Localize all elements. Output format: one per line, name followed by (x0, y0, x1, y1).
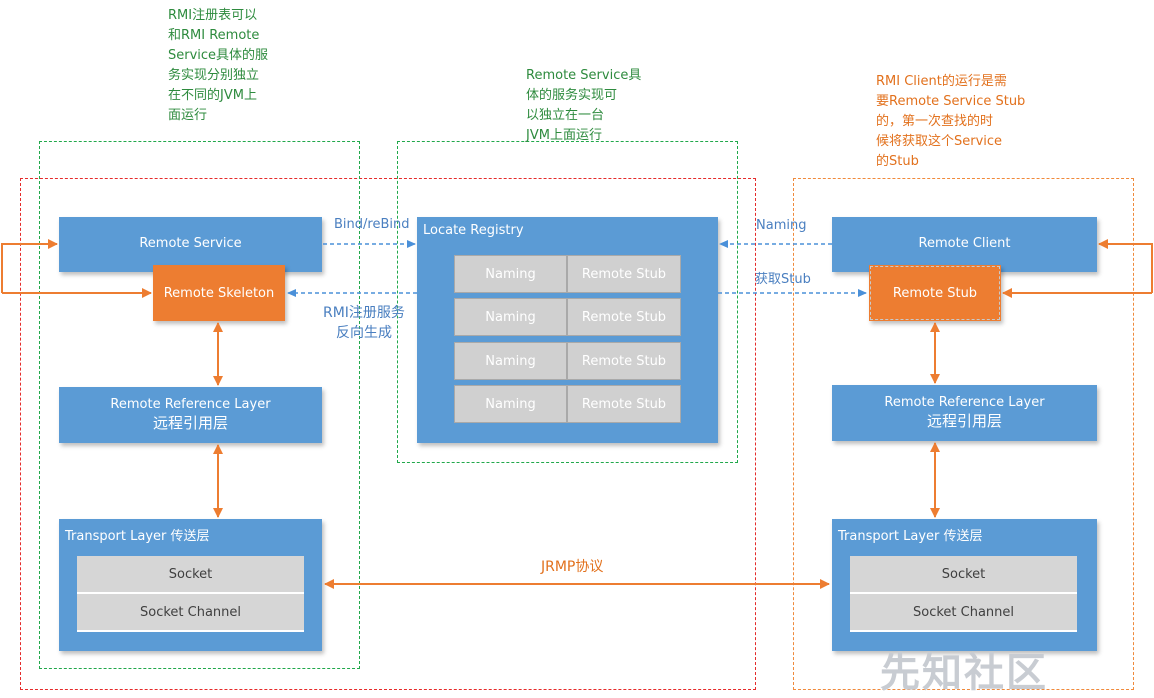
jrmp-protocol-label: JRMP协议 (541, 559, 604, 575)
server-jvm-boundary (20, 178, 756, 690)
remote-skeleton-label: Remote Skeleton (163, 285, 275, 301)
remote-skeleton-box: Remote Skeleton (153, 265, 285, 321)
left-transport-title: Transport Layer 传送层 (65, 529, 210, 544)
registry-naming-cell-3: Naming (454, 342, 567, 380)
client-jvm-boundary (793, 178, 1134, 690)
note-center-top: Remote Service具 体的服务实现可 以独立在一台 JVM上面运行 (526, 68, 642, 143)
naming-label: Naming (756, 218, 807, 233)
bind-rebind-label: Bind/reBind (334, 217, 410, 232)
remote-client-label: Remote Client (918, 236, 1011, 251)
rmi-register-label: RMI注册服务 反向生成 (323, 305, 405, 341)
left-reference-layer-box: Remote Reference Layer 远程引用层 (59, 387, 322, 443)
right-ref-layer-cn: 远程引用层 (926, 412, 1002, 430)
remote-client-box: Remote Client (832, 217, 1097, 272)
left-ref-layer-cn: 远程引用层 (152, 414, 228, 432)
service-jvm-boundary (397, 141, 738, 463)
remote-stub-box: Remote Stub (869, 265, 1001, 321)
registry-naming-cell-2: Naming (454, 298, 567, 336)
left-ref-layer-en: Remote Reference Layer (110, 397, 271, 412)
registry-stub-cell-4: Remote Stub (567, 385, 681, 423)
registry-stub-cell-3: Remote Stub (567, 342, 681, 380)
right-transport-title: Transport Layer 传送层 (838, 529, 983, 544)
registry-naming-cell-1: Naming (454, 255, 567, 293)
registry-jvm-boundary (39, 141, 360, 669)
registry-stub-cell-2: Remote Stub (567, 298, 681, 336)
remote-service-box: Remote Service (59, 217, 322, 272)
right-transport-layer-box: Transport Layer 传送层 Socket Socket Channe… (832, 519, 1097, 651)
left-socket-channel-cell: Socket Channel (77, 594, 304, 632)
remote-service-label: Remote Service (139, 236, 242, 251)
note-left-top: RMI注册表可以 和RMI Remote Service具体的服 务实现分别独立… (168, 8, 269, 123)
right-socket-cell: Socket (850, 556, 1077, 594)
registry-stub-cell-1: Remote Stub (567, 255, 681, 293)
right-ref-layer-en: Remote Reference Layer (884, 395, 1045, 410)
remote-stub-label: Remote Stub (892, 285, 978, 301)
right-reference-layer-box: Remote Reference Layer 远程引用层 (832, 385, 1097, 441)
note-right-top: RMI Client的运行是需 要Remote Service Stub 的，第… (876, 74, 1026, 169)
right-socket-channel-cell: Socket Channel (850, 594, 1077, 632)
watermark-logo: 先知社区 (880, 640, 1048, 698)
locate-registry-title: Locate Registry (423, 223, 524, 238)
left-transport-layer-box: Transport Layer 传送层 Socket Socket Channe… (59, 519, 322, 651)
get-stub-label: 获取Stub (755, 272, 811, 287)
locate-registry-box: Locate Registry Naming Remote Stub Namin… (417, 217, 718, 443)
watermark-text: 先知社区 (880, 650, 1048, 696)
left-socket-cell: Socket (77, 556, 304, 594)
registry-naming-cell-4: Naming (454, 385, 567, 423)
